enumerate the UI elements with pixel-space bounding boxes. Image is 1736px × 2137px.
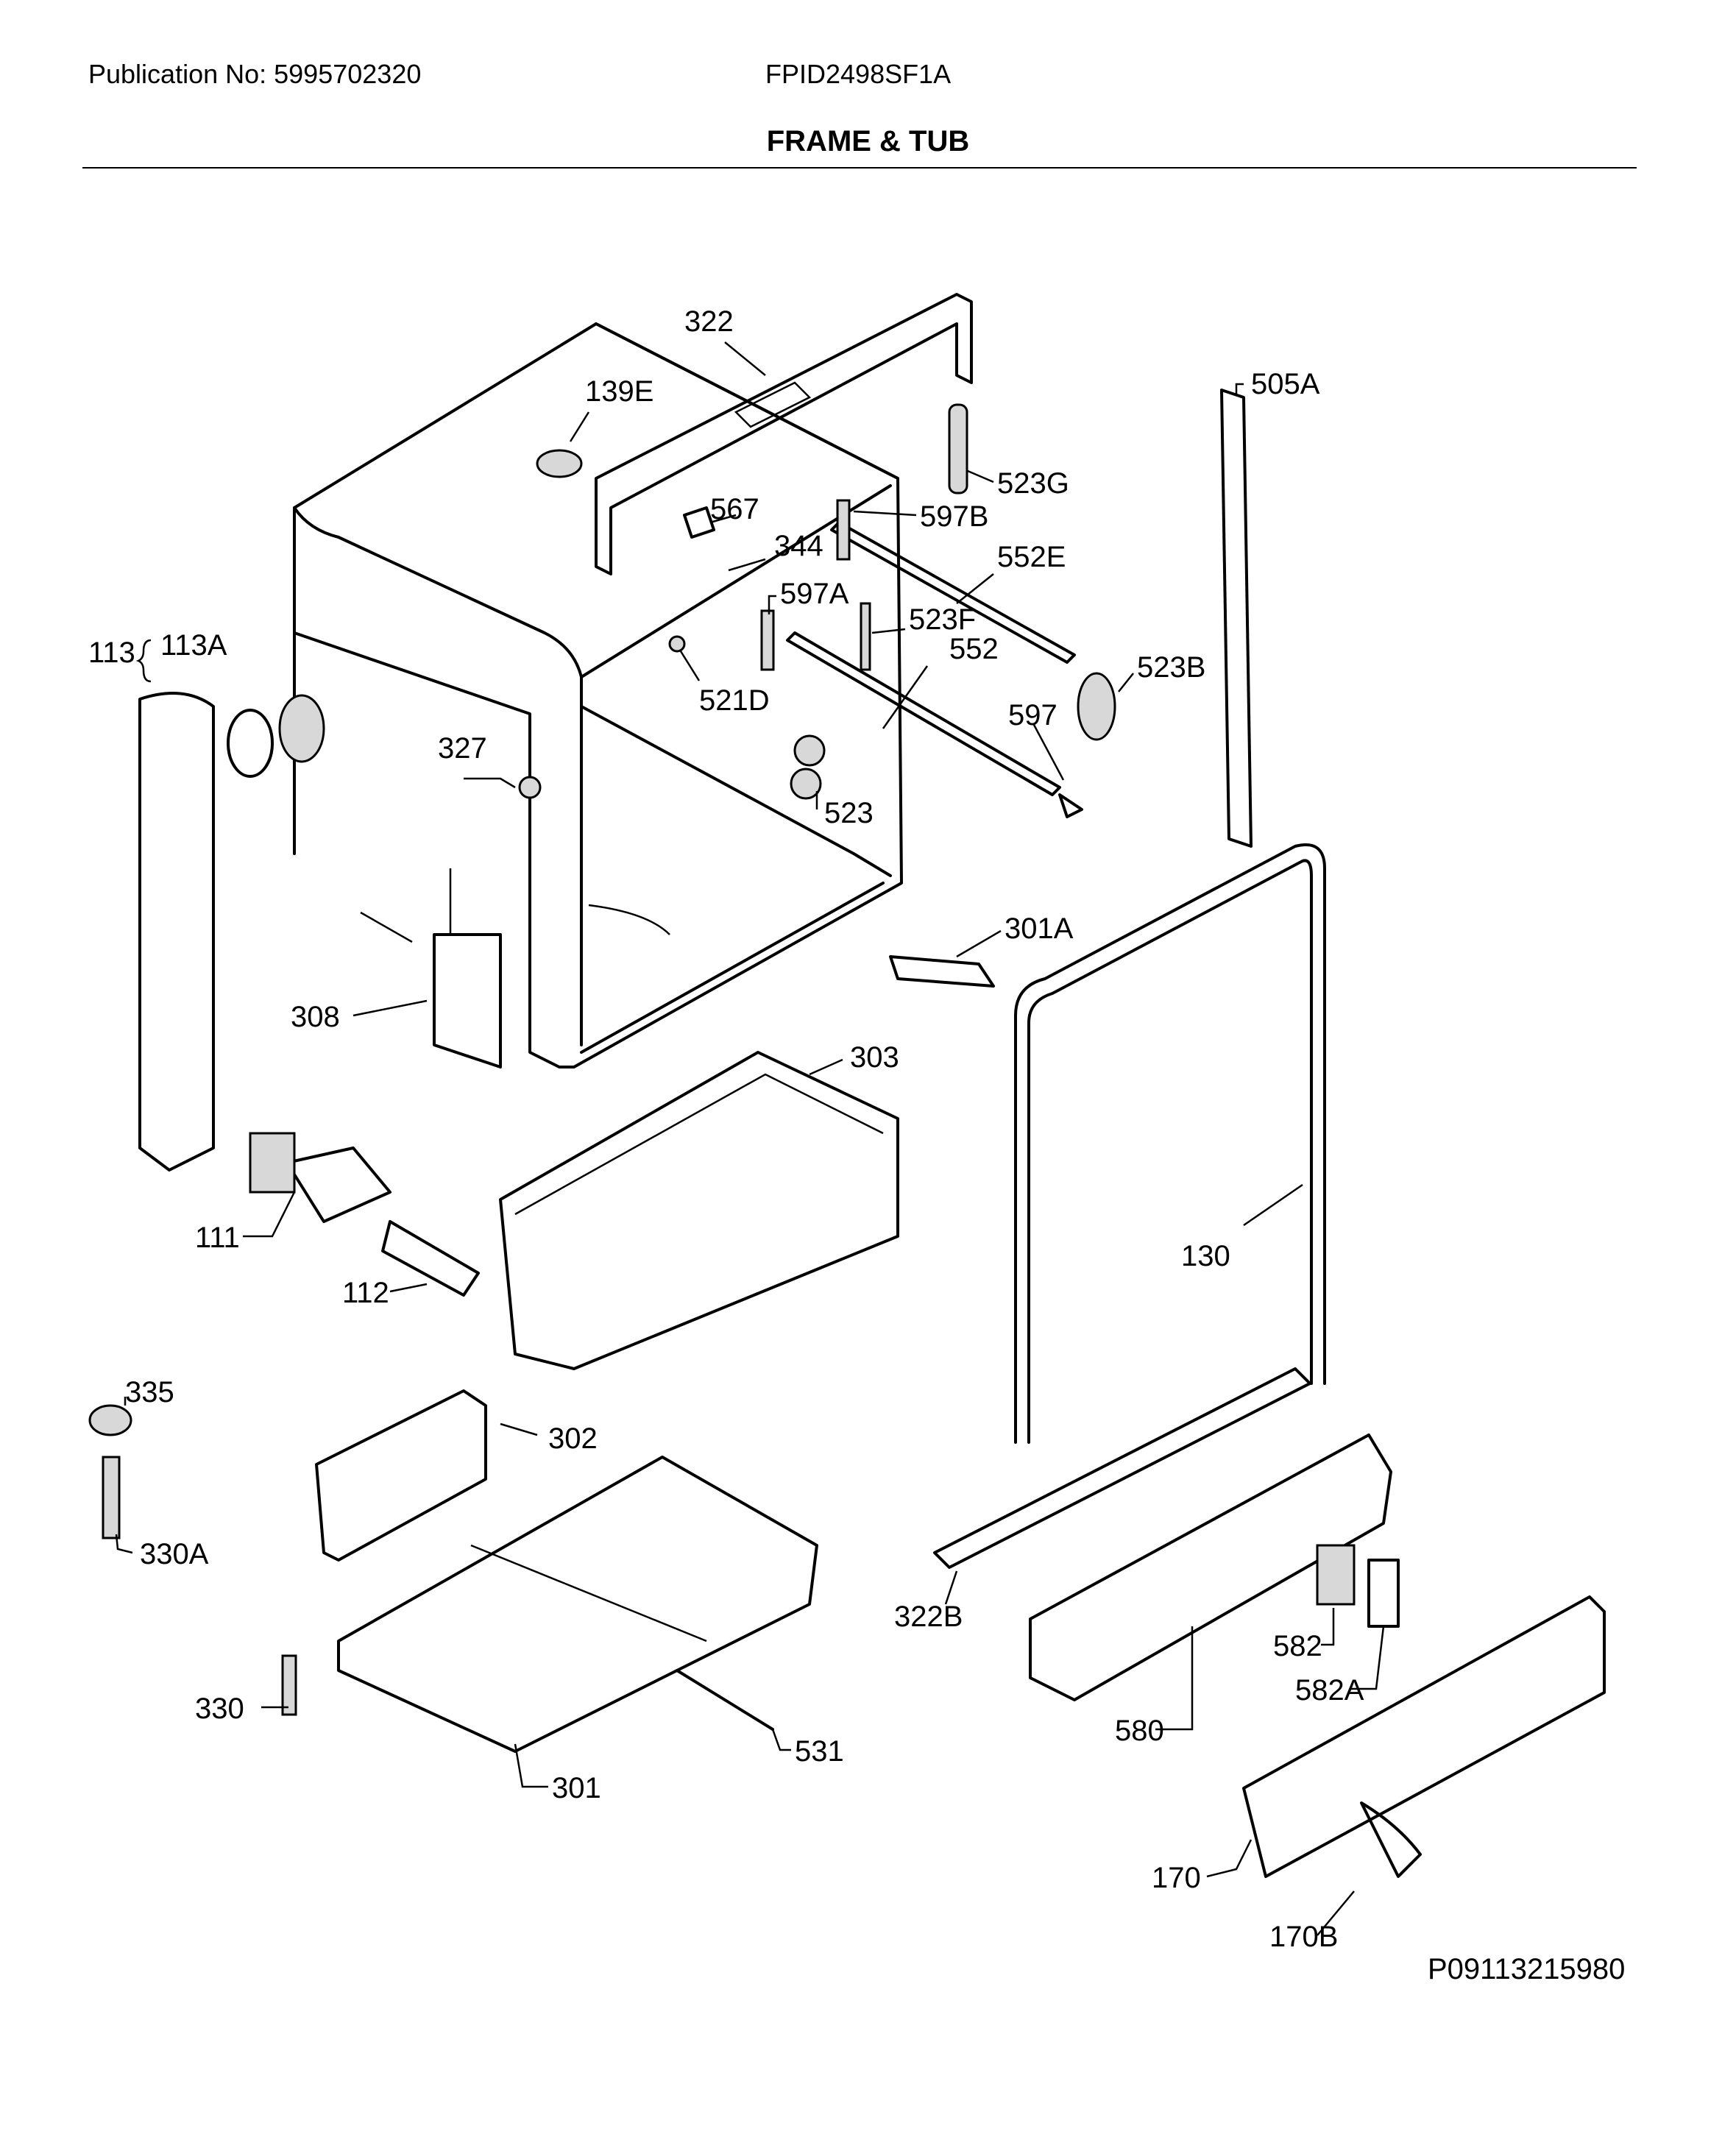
callout: 301A	[1005, 912, 1074, 945]
door-panel-170	[1242, 1595, 1606, 1878]
strip-505A	[1220, 389, 1253, 848]
callout: 521D	[699, 684, 770, 717]
brace-113	[135, 639, 152, 683]
wire-531	[676, 1669, 774, 1731]
callout: 327	[438, 732, 487, 765]
callout: 330	[195, 1693, 244, 1725]
callout: 322	[684, 305, 734, 338]
callout: 523F	[909, 603, 976, 636]
callout: 552E	[997, 541, 1066, 573]
header-divider	[82, 167, 1637, 169]
top-frame-322	[595, 293, 973, 575]
part-327	[518, 776, 542, 799]
part-597B	[836, 499, 851, 561]
base-303	[499, 1051, 899, 1370]
part-582A	[1367, 1559, 1400, 1628]
callout: 113	[88, 637, 135, 669]
handle-170B	[1360, 1801, 1422, 1878]
cap-139E	[536, 449, 583, 478]
callout: 505A	[1251, 368, 1320, 400]
callout: 597A	[780, 578, 849, 610]
base-pan-301	[337, 1456, 818, 1753]
callout-labels: 322 139E 505A 523G 567 597B 344 552E 597…	[88, 305, 1364, 1953]
callout: 139E	[585, 375, 653, 408]
rail-552	[786, 631, 1061, 796]
part-521D	[668, 635, 686, 653]
part-567	[683, 506, 715, 539]
callout: 111	[195, 1222, 240, 1254]
part-523F	[860, 602, 871, 671]
hub-113	[278, 694, 325, 763]
nut-335	[88, 1404, 132, 1436]
callout: 113A	[160, 629, 227, 662]
callout: 582A	[1295, 1674, 1364, 1707]
callout: 580	[1115, 1715, 1164, 1747]
door-seal-130	[1014, 843, 1326, 1444]
control-580	[1029, 1433, 1392, 1701]
callout: 523B	[1137, 651, 1205, 684]
part-523-bottom	[790, 768, 822, 800]
callout: 330A	[140, 1538, 209, 1570]
part-523G	[948, 403, 968, 495]
leader-lines	[115, 341, 1385, 1936]
callout: 170B	[1269, 1921, 1338, 1953]
publication-number: Publication No: 5995702320	[88, 59, 422, 89]
part-582	[1316, 1544, 1356, 1606]
callout: 303	[850, 1041, 899, 1074]
callout: 552	[949, 633, 999, 665]
model-number: FPID2498SF1A	[765, 59, 952, 89]
ring-113A	[227, 709, 274, 778]
spray-arm-113	[138, 692, 215, 1172]
callout: 523	[824, 797, 874, 829]
callout: 344	[774, 530, 823, 562]
callout: 335	[125, 1376, 174, 1408]
part-523-top	[793, 734, 826, 767]
callout: 130	[1181, 1240, 1230, 1272]
callout: 322B	[894, 1601, 963, 1633]
callout: 112	[342, 1277, 389, 1309]
hinge-308	[433, 933, 502, 1068]
part-301A	[889, 955, 995, 988]
screw-330A	[102, 1456, 121, 1539]
sump-111	[286, 1147, 392, 1223]
callout: 301	[552, 1772, 601, 1804]
part-523B	[1077, 672, 1116, 741]
callout: 531	[795, 1735, 844, 1768]
part-597A	[760, 609, 775, 671]
callout: 170	[1152, 1862, 1201, 1894]
document-id: P09113215980	[1428, 1953, 1626, 1985]
filter-111	[249, 1132, 296, 1194]
strip-322B	[933, 1367, 1311, 1569]
tub-drawing	[293, 322, 903, 1068]
callout: 567	[710, 493, 759, 525]
part-597	[1058, 793, 1083, 818]
callout: 597B	[920, 500, 988, 533]
callout: 302	[548, 1422, 598, 1455]
callout: 582	[1273, 1630, 1322, 1662]
panel-302	[315, 1389, 487, 1562]
callout: 523G	[997, 467, 1069, 500]
callout: 597	[1008, 699, 1057, 731]
screw-330	[281, 1654, 297, 1716]
page-title: FRAME & TUB	[766, 125, 970, 157]
hose-112	[381, 1220, 480, 1297]
callout: 308	[291, 1001, 340, 1033]
rail-552E	[830, 521, 1076, 664]
